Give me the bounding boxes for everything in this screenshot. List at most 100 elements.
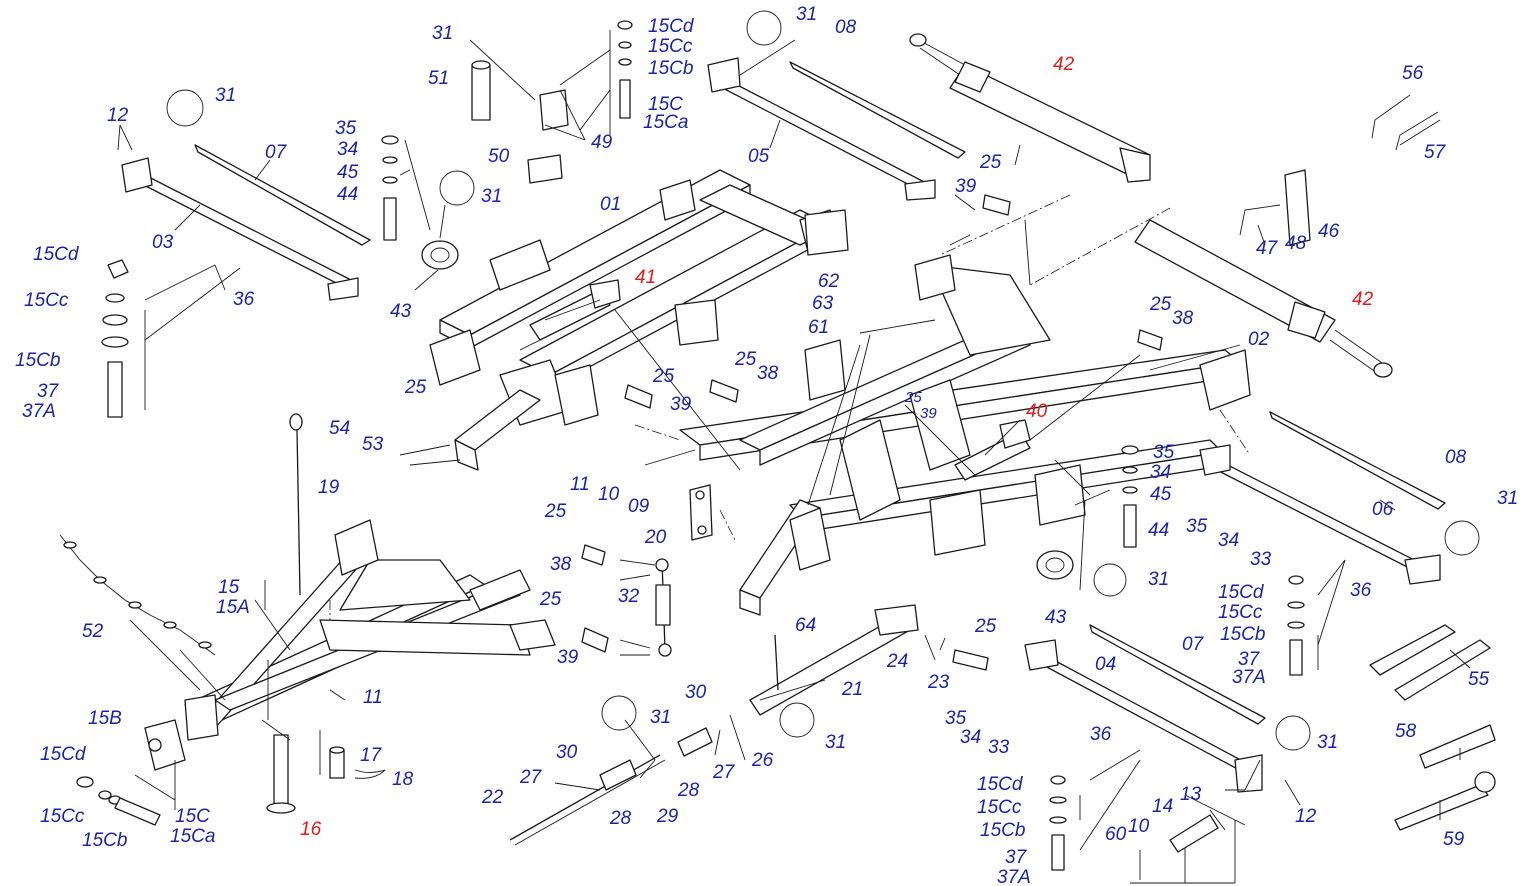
label-25-a: 25 <box>404 377 427 398</box>
label-61: 61 <box>808 317 829 338</box>
pin-17 <box>329 746 345 779</box>
arm-06 <box>1199 444 1441 585</box>
label-36-c: 36 <box>1090 724 1112 745</box>
label-50: 50 <box>488 146 510 167</box>
label-13: 13 <box>1180 784 1202 805</box>
bolt-stack-37-right <box>1287 575 1305 676</box>
label-11-upper: 11 <box>570 474 590 495</box>
label-64: 64 <box>795 615 816 636</box>
label-55: 55 <box>1468 669 1490 690</box>
square-bar-08-right <box>1269 411 1446 510</box>
label-31-c: 31 <box>481 186 502 207</box>
grease-nipple-circles <box>166 10 1480 751</box>
label-25-c: 25 <box>734 349 757 370</box>
label-42-upper: 42 <box>1053 54 1075 75</box>
label-52: 52 <box>82 621 104 642</box>
label-07-upper: 07 <box>265 142 288 163</box>
label-38-b: 38 <box>1172 308 1194 329</box>
label-30-a: 30 <box>556 742 578 763</box>
hex-key-57 <box>1395 111 1439 151</box>
label-27-b: 27 <box>712 762 736 783</box>
label-39-d: 39 <box>557 647 579 668</box>
label-33-b: 33 <box>988 737 1010 758</box>
label-37A-a: 37A <box>22 401 56 422</box>
arm-03 <box>121 157 359 301</box>
label-15Cc-e: 15Cc <box>977 797 1022 818</box>
label-31-a: 31 <box>215 85 236 106</box>
pivot-block-49 <box>539 89 569 131</box>
plate-58 <box>1419 724 1496 769</box>
label-46: 46 <box>1318 221 1340 242</box>
bolt-stack-15C-upper <box>617 20 633 119</box>
label-48: 48 <box>1285 233 1307 254</box>
label-15Cd-b: 15Cd <box>648 16 695 37</box>
label-43-b: 43 <box>1045 607 1067 628</box>
label-37-e: 37 <box>1005 847 1028 868</box>
label-15Ca-d: 15Ca <box>170 826 215 847</box>
label-19: 19 <box>318 477 340 498</box>
label-15Cd-a: 15Cd <box>33 244 80 265</box>
label-45-b: 45 <box>1150 484 1172 505</box>
label-39-c: 39 <box>955 176 977 197</box>
label-35-b: 35 <box>1153 442 1175 463</box>
label-57: 57 <box>1424 142 1447 163</box>
safety-chain-52 <box>59 534 216 656</box>
label-63: 63 <box>812 293 834 314</box>
label-14: 14 <box>1152 796 1173 817</box>
label-26: 26 <box>751 750 774 771</box>
label-21: 21 <box>841 679 863 700</box>
label-54: 54 <box>329 418 350 439</box>
label-11-lower: 11 <box>363 687 383 708</box>
label-62: 62 <box>818 271 840 292</box>
hydraulic-cylinder-42-lower <box>1134 219 1393 378</box>
label-33-a: 33 <box>1250 549 1272 570</box>
label-25-e: 25 <box>979 152 1002 173</box>
main-frame-02 <box>679 209 1251 616</box>
label-09: 09 <box>628 496 650 517</box>
part-labels: 01 02 03 04 05 06 07 07 08 08 09 10 10 1… <box>15 4 1518 886</box>
label-15Cc-a: 15Cc <box>24 290 69 311</box>
label-10-lower: 10 <box>1128 816 1150 837</box>
label-32: 32 <box>618 586 640 607</box>
label-35-d: 35 <box>945 708 967 729</box>
label-31-g: 31 <box>650 707 671 728</box>
pivot-housing-43-left <box>421 240 459 270</box>
label-16: 16 <box>300 819 322 840</box>
label-31-b: 31 <box>432 23 453 44</box>
label-04: 04 <box>1095 654 1116 675</box>
square-bar-07-upper <box>194 144 371 246</box>
label-28-b: 28 <box>677 780 700 801</box>
label-05: 05 <box>748 146 770 167</box>
label-01: 01 <box>600 194 621 215</box>
label-08-upper: 08 <box>835 17 857 38</box>
label-27-a: 27 <box>519 767 543 788</box>
arm-04 <box>1024 639 1263 793</box>
label-41: 41 <box>635 267 656 288</box>
label-42-lower: 42 <box>1352 289 1374 310</box>
spanner-59 <box>1394 771 1496 831</box>
spring-30-left <box>599 759 637 791</box>
label-37-c: 37 <box>1238 649 1261 670</box>
parking-jack-16 <box>261 719 296 814</box>
bolt-stack-44-left <box>381 135 399 241</box>
label-31-e: 31 <box>1497 488 1518 509</box>
label-36-a: 36 <box>233 289 255 310</box>
label-15Cd-c: 15Cd <box>1218 582 1265 603</box>
bolt-stack-15C-lower <box>76 776 161 826</box>
label-24: 24 <box>886 651 908 672</box>
bolt-stack-37-left <box>101 259 129 418</box>
label-37A-e: 37A <box>997 867 1031 886</box>
centre-lines <box>329 194 1251 620</box>
pivot-housing-43-right <box>1036 550 1074 580</box>
label-56: 56 <box>1402 63 1424 84</box>
label-15: 15 <box>218 577 240 598</box>
label-47: 47 <box>1256 238 1279 259</box>
label-15Cc-c: 15Cc <box>1218 602 1263 623</box>
label-44-a: 44 <box>337 184 358 205</box>
pin-23 <box>952 649 989 671</box>
label-40: 40 <box>1026 401 1048 422</box>
bolt-stack-44-right <box>1121 445 1139 548</box>
label-31-d: 31 <box>796 4 817 25</box>
